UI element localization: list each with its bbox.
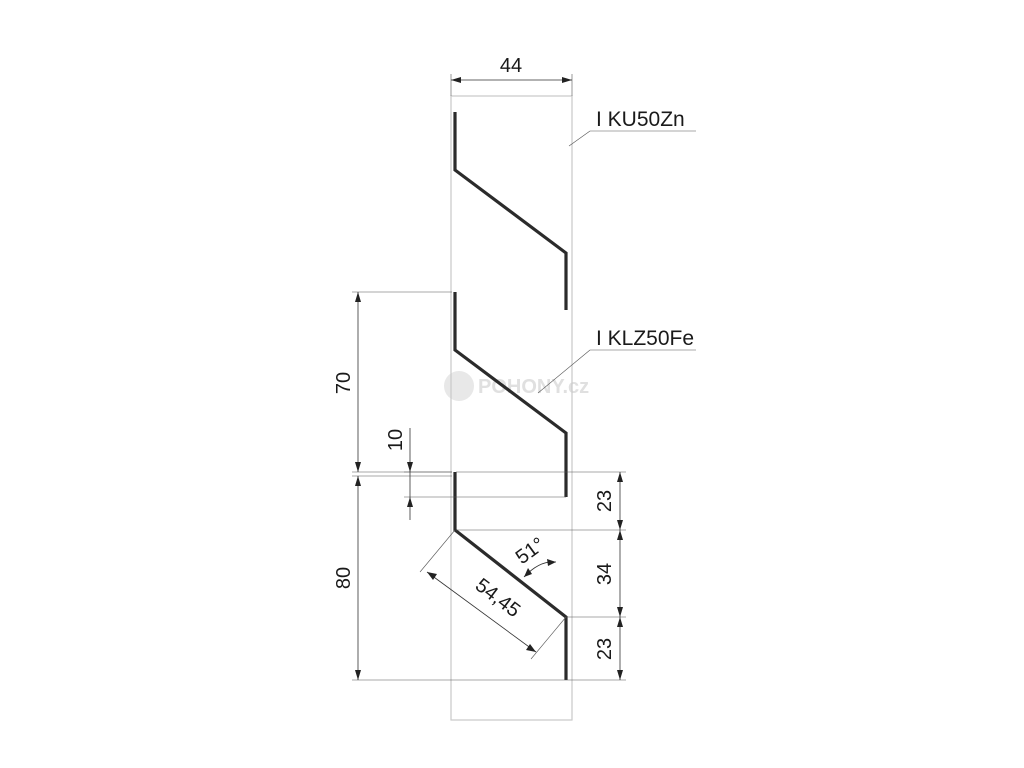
blade-bottom — [453, 472, 568, 680]
frame-profile-outline — [450, 95, 573, 721]
dimension-pitch-lower: 80 — [333, 475, 566, 681]
dimension-slant-length-value: 54,45 — [471, 574, 524, 622]
dimension-angle: 51° — [512, 533, 557, 578]
dimension-segment-top-value: 23 — [594, 490, 616, 512]
dimension-segments: 23 34 23 — [456, 471, 626, 681]
label-frame-profile-text: I KU50Zn — [596, 108, 685, 131]
label-blade-profile: I KLZ50Fe — [537, 327, 696, 394]
dimension-pitch-lower-value: 80 — [333, 567, 355, 589]
dimension-overlap: 10 — [385, 428, 566, 520]
blade-middle — [453, 292, 568, 497]
dimension-width: 44 — [450, 55, 573, 96]
blade-top — [453, 112, 568, 310]
blade-bottom-path — [453, 472, 568, 680]
dimension-overlap-value: 10 — [385, 429, 407, 451]
dimension-segment-bottom-value: 23 — [594, 638, 616, 660]
dimension-width-value: 44 — [500, 55, 522, 77]
blade-middle-path — [453, 292, 568, 497]
dimension-segment-middle-value: 34 — [594, 563, 616, 585]
dimension-pitch-upper-value: 70 — [333, 372, 355, 394]
label-blade-profile-text: I KLZ50Fe — [596, 327, 694, 350]
watermark-logo-icon — [444, 371, 474, 401]
dimension-pitch-upper: 70 — [333, 291, 452, 473]
blade-top-path — [453, 112, 568, 310]
label-frame-profile: I KU50Zn — [568, 108, 696, 147]
watermark-text: POHONY.cz — [478, 376, 589, 398]
